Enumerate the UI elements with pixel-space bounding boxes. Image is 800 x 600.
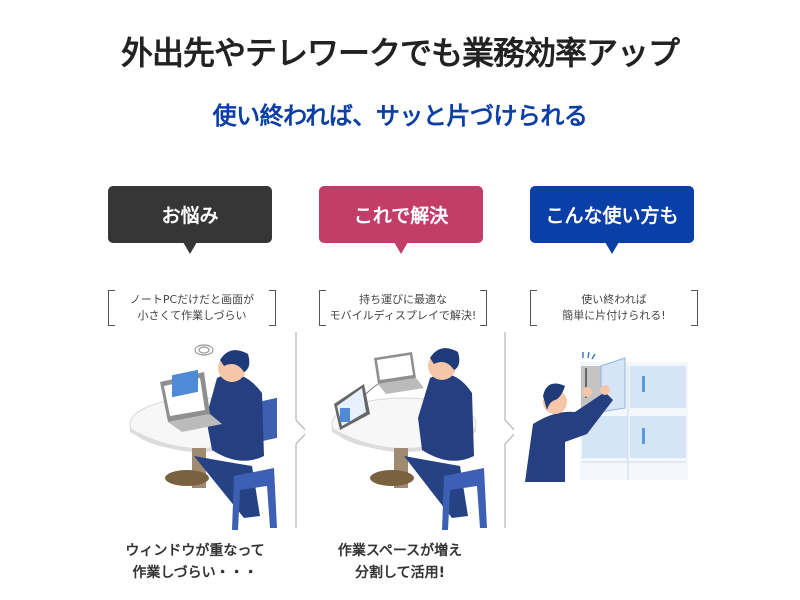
solution-caption: 作業スペースが増え 分割して活用! <box>300 540 500 584</box>
solution-label: これで解決 <box>353 205 449 227</box>
solution-label-bubble: これで解決 <box>319 186 483 254</box>
note-line: モバイルディスプレイで解決! <box>329 309 477 322</box>
man-cabinet-illustration <box>525 352 688 482</box>
page-title: 外出先やテレワークでも業務効率アップ <box>120 34 680 72</box>
right-bracket-icon <box>269 290 276 326</box>
left-bracket-icon <box>319 290 326 326</box>
note-line: ノートPCだけだと画面が <box>129 293 255 306</box>
chevron-divider-icon <box>504 332 514 528</box>
column-usage: こんな使い方も 使い終われば 簡単に片付けられる! <box>530 186 698 326</box>
note-line: 簡単に片付けられる! <box>562 309 666 322</box>
column-problem: お悩み ノートPCだけだと画面が 小さくて作業しづらい <box>108 186 276 326</box>
problem-caption: ウィンドウが重なって 作業しづらい・・・ <box>95 540 295 584</box>
right-bracket-icon <box>691 290 698 326</box>
usage-note: 使い終われば 簡単に片付けられる! <box>530 290 698 326</box>
man-mobile-display-illustration <box>331 348 487 530</box>
note-line: 使い終われば <box>581 293 647 306</box>
solution-note: 持ち運びに最適な モバイルディスプレイで解決! <box>319 290 487 326</box>
usage-label-bubble: こんな使い方も <box>530 186 694 254</box>
caption-line: 作業しづらい・・・ <box>132 565 258 581</box>
note-line: 小さくて作業しづらい <box>137 309 247 322</box>
left-bracket-icon <box>108 290 115 326</box>
left-bracket-icon <box>530 290 537 326</box>
usage-label: こんな使い方も <box>545 205 679 227</box>
caption-line: 分割して活用! <box>355 565 445 581</box>
man-laptop-illustration <box>129 344 277 530</box>
problem-label-bubble: お悩み <box>108 186 272 254</box>
problem-label: お悩み <box>161 205 219 227</box>
caption-line: 作業スペースが増え <box>337 543 463 559</box>
note-line: 持ち運びに最適な <box>359 293 447 306</box>
caption-line: ウィンドウが重なって <box>125 543 265 559</box>
page-subtitle: 使い終われば、サッと片づけられる <box>212 102 588 130</box>
problem-note: ノートPCだけだと画面が 小さくて作業しづらい <box>108 290 276 326</box>
right-bracket-icon <box>480 290 487 326</box>
column-solution: これで解決 持ち運びに最適な モバイルディスプレイで解決! <box>319 186 487 326</box>
chevron-divider-icon <box>295 332 305 528</box>
